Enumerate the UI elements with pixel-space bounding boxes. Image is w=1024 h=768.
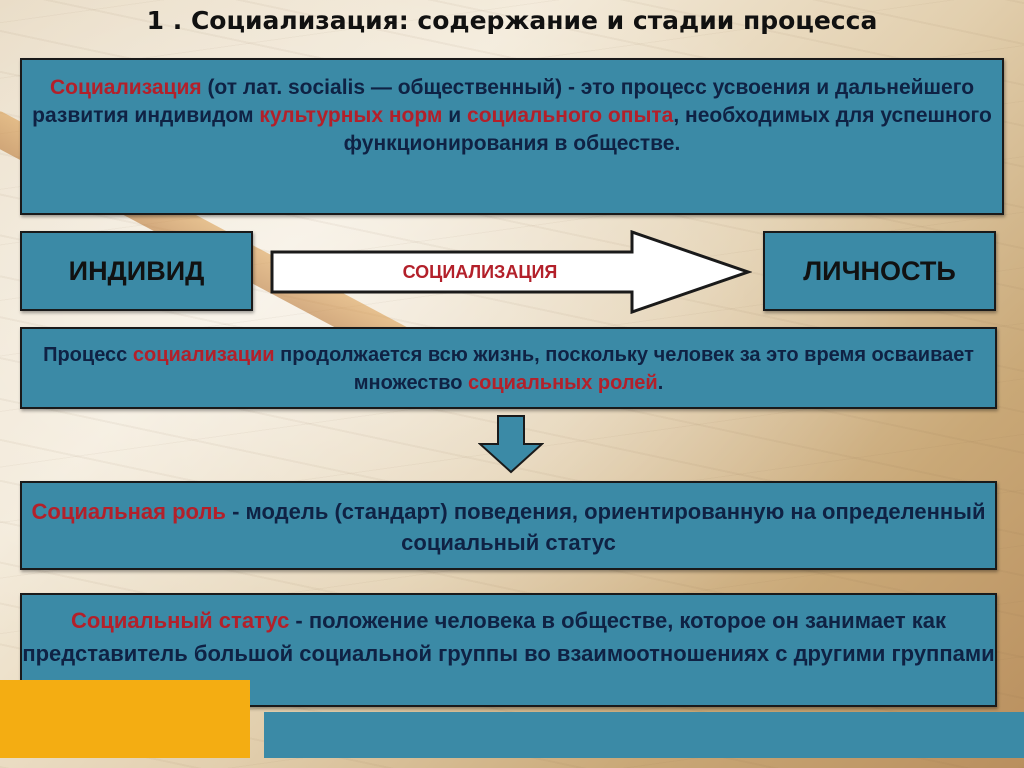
social-status-text: - положение человека в обществе, которое…	[22, 608, 995, 666]
definition-highlight-2: социального опыта	[467, 104, 674, 127]
social-status-term: Социальный статус	[70, 608, 290, 633]
individual-box: ИНДИВИД	[20, 231, 253, 311]
socialization-arrow	[270, 230, 752, 314]
definition-term: Социализация	[49, 76, 202, 99]
definition-conj: и	[442, 104, 468, 127]
definition-text-1: - это процесс усвоения и дальнейшего раз…	[32, 76, 975, 127]
social-role-text: - модель (стандарт) поведения, ориентиро…	[225, 499, 986, 555]
slide-title: 1 . Социализация: содержание и стадии пр…	[146, 6, 878, 35]
definition-etymology: (от лат. socialis — общественный)	[201, 76, 568, 99]
individual-label: ИНДИВИД	[68, 255, 205, 286]
process-text-1: Процесс	[43, 344, 133, 366]
social-role-term: Социальная роль	[31, 499, 226, 524]
arrow-shape	[270, 230, 752, 314]
process-highlight-2: социальных ролей	[468, 372, 658, 394]
personality-box: ЛИЧНОСТЬ	[763, 231, 996, 311]
process-box: Процесс социализации продолжается всю жи…	[20, 327, 997, 409]
footer-accent-teal	[264, 712, 1024, 758]
down-arrow-icon	[478, 415, 544, 474]
process-highlight-1: социализации	[132, 344, 275, 366]
definition-text-2: , необходимых для успешного функциониров…	[343, 104, 992, 155]
process-text-2: продолжается всю жизнь, поскольку челове…	[274, 344, 974, 394]
arrow-label: СОЦИАЛИЗАЦИЯ	[402, 262, 558, 282]
footer-accent-yellow	[0, 680, 250, 758]
social-role-box: Социальная роль - модель (стандарт) пове…	[20, 481, 997, 570]
personality-label: ЛИЧНОСТЬ	[803, 255, 956, 286]
definition-box: Социализация (от лат. socialis — обществ…	[20, 58, 1004, 215]
definition-highlight-1: культурных норм	[259, 104, 443, 127]
process-text-3: .	[657, 372, 664, 394]
